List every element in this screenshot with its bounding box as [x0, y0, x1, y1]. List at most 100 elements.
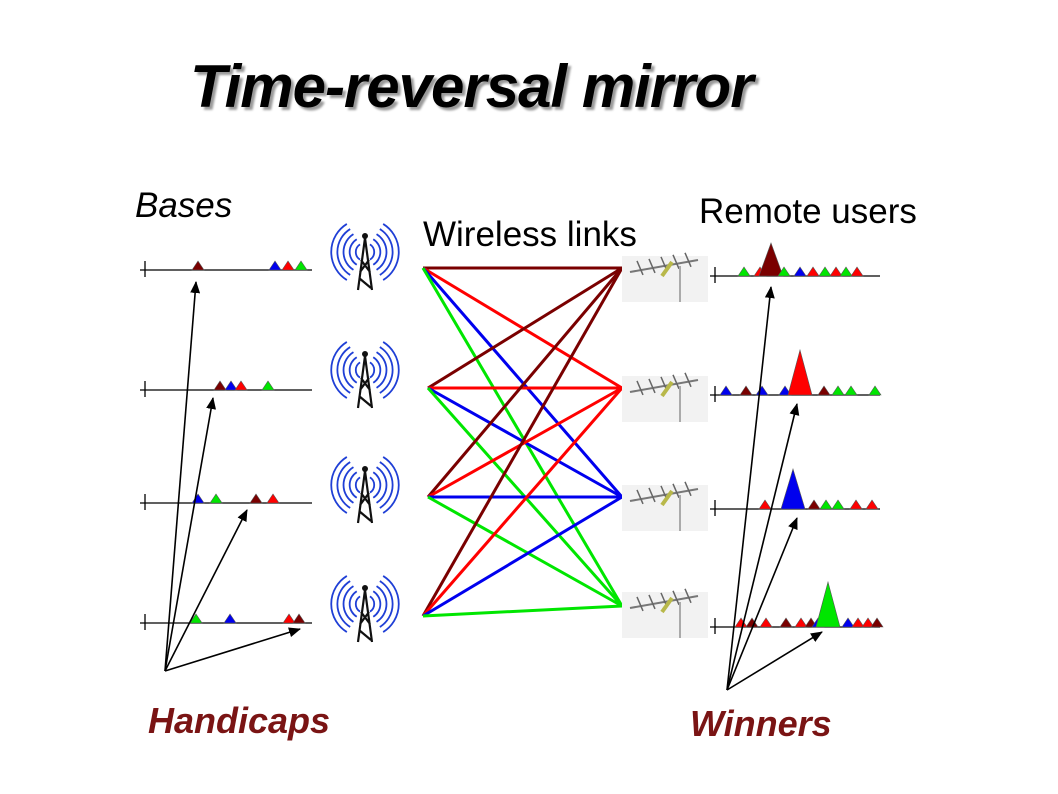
- antenna-element: [636, 260, 644, 276]
- antenna-element: [672, 483, 680, 499]
- link-base-3-user-4: [427, 495, 623, 608]
- pulse-marker: [719, 385, 733, 396]
- antenna-element: [684, 252, 692, 268]
- pulse-marker: [831, 499, 845, 510]
- radio-wave: [330, 341, 348, 399]
- link-base-4-user-1: [421, 267, 624, 617]
- radio-wave: [336, 580, 351, 628]
- base-axis-2: [140, 380, 312, 397]
- base-axis-3: [140, 493, 312, 510]
- tower-mast: [356, 589, 374, 643]
- radio-wave: [330, 575, 348, 633]
- radio-wave: [372, 590, 382, 618]
- pulse-marker: [778, 385, 792, 396]
- radio-wave: [342, 466, 354, 504]
- tower-tip: [362, 233, 368, 239]
- winner-arrow-4: [726, 631, 823, 691]
- handicap-arrow-1: [164, 281, 201, 672]
- pulse-marker: [865, 499, 879, 510]
- pulse-marker: [191, 260, 205, 271]
- radio-wave: [342, 233, 354, 271]
- antenna-element: [672, 374, 680, 390]
- pulse-marker: [249, 493, 263, 504]
- tower-tip: [362, 585, 368, 591]
- radio-wave: [376, 351, 388, 389]
- pulse-marker: [794, 617, 808, 628]
- handicap-arrow-2: [164, 397, 217, 672]
- pulse-marker: [234, 380, 248, 391]
- radio-wave: [376, 233, 388, 271]
- pulse-marker: [777, 266, 791, 277]
- pulse-marker: [829, 266, 843, 277]
- pointer-arrows: [164, 281, 823, 691]
- radio-wave: [348, 471, 358, 499]
- pulse-marker: [870, 617, 884, 628]
- antenna-backdrop: [622, 376, 708, 422]
- pulse-marker: [787, 348, 813, 396]
- radio-wave: [379, 580, 394, 628]
- tower-tip: [362, 351, 368, 357]
- antenna-element: [684, 481, 692, 497]
- radio-tower-icon: [330, 575, 400, 643]
- radio-wave: [382, 341, 400, 399]
- handicap-arrow-4: [164, 627, 301, 672]
- antenna-element: [636, 380, 644, 396]
- antenna-element: [648, 378, 656, 394]
- radio-wave: [369, 361, 376, 379]
- radio-wave: [336, 461, 351, 509]
- pulse-marker: [191, 493, 205, 504]
- tower-mast: [356, 470, 374, 524]
- radio-wave: [376, 585, 388, 623]
- antenna-backdrop: [622, 485, 708, 531]
- pulse-marker: [213, 380, 227, 391]
- radio-wave: [372, 471, 382, 499]
- pulse-marker: [844, 385, 858, 396]
- antenna-element: [648, 594, 656, 610]
- radio-wave: [354, 243, 361, 261]
- pulse-marker: [261, 380, 275, 391]
- pulse-marker: [223, 613, 237, 624]
- pulse-marker: [758, 242, 784, 277]
- pulse-marker: [793, 266, 807, 277]
- radio-wave: [354, 361, 361, 379]
- wireless-links-label: Wireless links: [423, 215, 637, 254]
- pulse-marker: [755, 385, 769, 396]
- radio-wave: [330, 223, 348, 281]
- pulse-marker: [841, 617, 855, 628]
- winner-arrow-2: [726, 403, 800, 691]
- remote-users-label: Remote users: [699, 192, 917, 231]
- link-base-4-user-3: [422, 495, 623, 618]
- radio-tower-icon: [330, 223, 400, 291]
- antenna-element: [684, 588, 692, 604]
- tv-antenna-icon: [622, 588, 708, 638]
- base-axis-1: [140, 260, 312, 277]
- pulse-marker: [758, 499, 772, 510]
- link-base-2-user-1: [427, 266, 623, 390]
- pulse-marker: [806, 266, 820, 277]
- pulse-marker: [209, 493, 223, 504]
- pulse-marker: [851, 617, 865, 628]
- handicaps-label: Handicaps: [148, 700, 331, 741]
- antenna-dipole: [660, 260, 674, 278]
- tv-antenna-icon: [622, 252, 708, 302]
- pulse-marker: [819, 499, 833, 510]
- pulse-marker: [268, 260, 282, 271]
- pulse-marker: [849, 499, 863, 510]
- radio-wave: [348, 356, 358, 384]
- tower-tip: [362, 466, 368, 472]
- user-axis-2: [710, 348, 882, 402]
- pulse-marker: [292, 613, 306, 624]
- radio-wave: [382, 456, 400, 514]
- antenna-dipole: [660, 489, 674, 507]
- link-base-3-user-2: [427, 386, 623, 499]
- antenna-element: [636, 596, 644, 612]
- pulse-marker: [831, 385, 845, 396]
- page-title: Time-reversal mirror: [190, 53, 754, 120]
- tower-mast: [356, 237, 374, 291]
- pulse-marker: [759, 617, 773, 628]
- radio-wave: [369, 476, 376, 494]
- pulse-marker: [815, 580, 841, 628]
- radio-wave: [382, 223, 400, 281]
- radio-wave: [354, 595, 361, 613]
